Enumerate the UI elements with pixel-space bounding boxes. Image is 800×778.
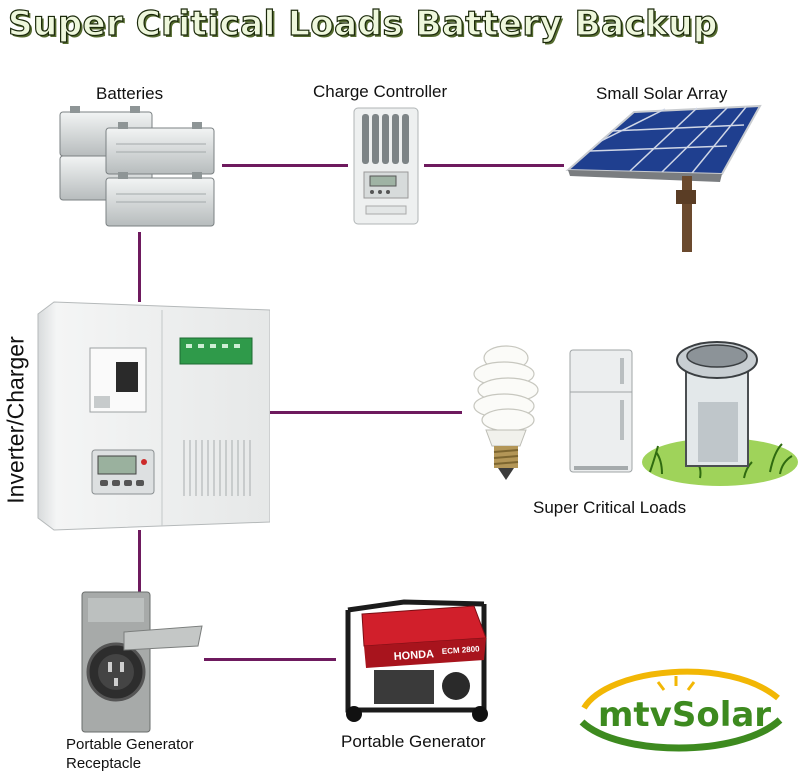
logo-text: mtvSolar	[598, 695, 771, 735]
mtvsolar-logo: mtvSolar	[579, 668, 783, 752]
charge-controller-label: Charge Controller	[313, 82, 448, 101]
generator-brand: HONDA	[393, 648, 434, 663]
refrigerator-icon	[569, 349, 633, 473]
generator-receptacle-icon	[81, 591, 203, 733]
wire-batteries-inverter	[138, 232, 141, 302]
charge-controller-icon	[353, 107, 419, 225]
diagram-title: Super Critical Loads Battery Backup	[7, 3, 718, 44]
well-pump-icon	[642, 341, 798, 486]
wire-inverter-loads	[268, 411, 462, 414]
wire-inverter-receptacle	[138, 530, 141, 592]
solar-array-label: Small Solar Array	[596, 84, 728, 103]
generator-icon: HONDA ECM 2800	[345, 599, 488, 722]
batteries-label: Batteries	[96, 84, 164, 103]
receptacle-label-line1: Portable Generator	[66, 736, 194, 753]
generator-model: ECM 2800	[442, 644, 481, 656]
batteries-icon	[59, 106, 215, 227]
wire-controller-solar	[424, 164, 564, 167]
light-bulb-icon	[473, 345, 539, 480]
loads-label: Super Critical Loads	[533, 498, 687, 517]
wire-receptacle-generator	[204, 658, 336, 661]
solar-panel-icon	[565, 104, 762, 252]
generator-label: Portable Generator	[341, 732, 486, 751]
inverter-charger-icon	[37, 301, 270, 531]
wire-batteries-controller	[222, 164, 348, 167]
inverter-label: Inverter/Charger	[2, 336, 29, 504]
receptacle-label-line2: Receptacle	[66, 755, 142, 772]
